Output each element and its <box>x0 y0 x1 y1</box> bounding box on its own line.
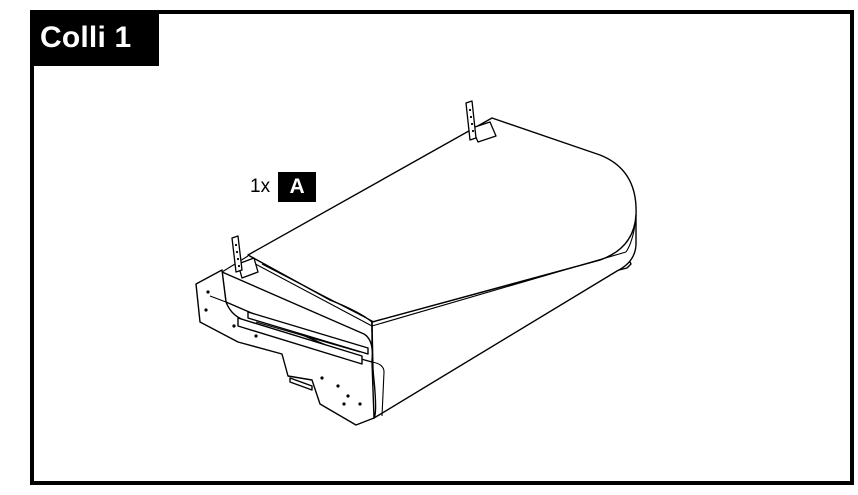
part-callout: 1x A <box>250 172 317 202</box>
drawer-rail-inner <box>247 311 369 355</box>
panel-slot <box>289 377 313 391</box>
page-title: Colli 1 <box>30 10 159 66</box>
front-bracket <box>231 235 243 273</box>
drawer-rail <box>237 317 363 365</box>
part-letter-badge: A <box>278 172 317 202</box>
front-bracket-slot <box>237 257 259 279</box>
box-top-face <box>247 117 637 323</box>
quantity-label: 1x <box>250 176 271 197</box>
